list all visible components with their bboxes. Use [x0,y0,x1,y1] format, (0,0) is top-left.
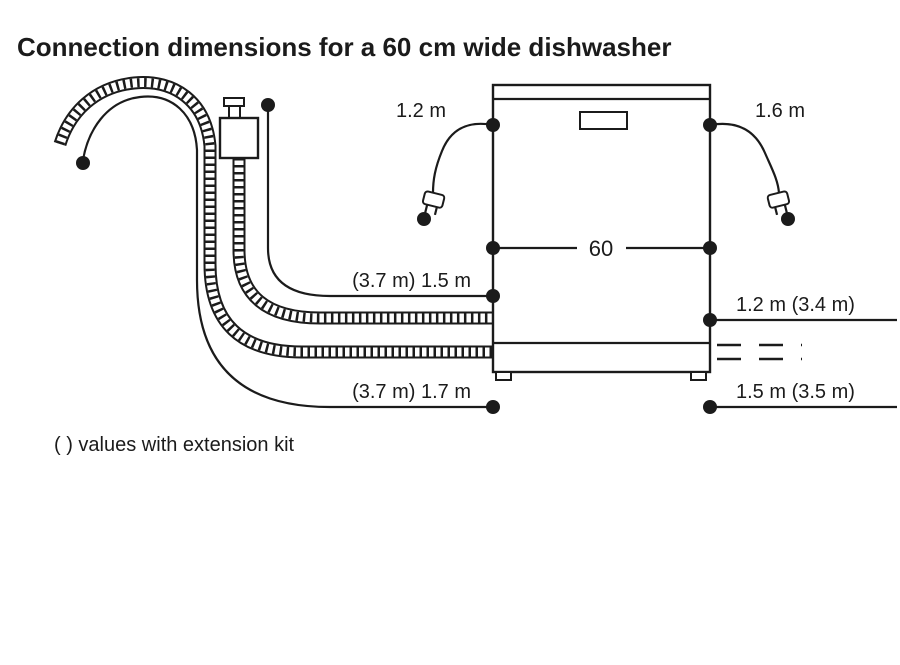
tap-connector-stem [228,105,241,119]
label-side-bottom: 1.5 m (3.5 m) [736,381,855,403]
page-title: Connection dimensions for a 60 cm wide d… [17,32,671,62]
dot-tap-end [261,98,275,112]
label-drain-hose: (3.7 m) 1.7 m [352,381,471,403]
dot-width-right [703,241,717,255]
dot-plug-right-end [781,212,795,226]
supply-hose-casing [232,158,493,325]
valve-box [218,97,260,160]
plug-right-icon [766,190,791,216]
foot-left [495,371,512,381]
plug-right-prong-1 [774,206,779,216]
width-dimension: 60 [497,236,706,261]
width-dim-label: 60 [589,236,613,261]
control-display [579,111,628,130]
dot-width-left [486,241,500,255]
label-power-cord-left: 1.2 m [396,100,446,122]
drain-hose [53,76,493,359]
dot-plug-left-end [417,212,431,226]
power-cord-left [431,122,494,194]
dot-drain-end-right [486,400,500,414]
supply-hose-ribs [234,158,493,323]
supply-hose [232,158,493,325]
power-cord-right [709,122,781,194]
dot-cord-left-origin [486,118,500,132]
label-side-top: 1.2 m (3.4 m) [736,294,855,316]
dot-drain-end-left [76,156,90,170]
plug-left-prong-1 [424,204,429,213]
tap-connector-top [223,97,245,107]
plug-right-body [766,190,791,209]
supply-length-line [266,107,492,298]
supply-hose-core [234,158,493,323]
dot-side-bottom [703,400,717,414]
footnote: ( ) values with extension kit [54,434,295,456]
foot-right [690,371,707,381]
drain-length-line [81,95,492,409]
plug-left-body [421,190,446,209]
plug-right-prong-2 [783,204,788,213]
dishwasher [491,83,712,381]
label-power-cord-right: 1.6 m [755,100,805,122]
dot-supply-end [486,289,500,303]
dot-side-top [703,313,717,327]
plug-left-icon [421,190,446,216]
plug-left-prong-2 [433,206,438,216]
dot-cord-right-origin [703,118,717,132]
dishwasher-outline [491,83,712,374]
label-supply-hose: (3.7 m) 1.5 m [352,270,471,292]
drain-hose-ribs [55,78,493,357]
valve-housing [218,116,260,160]
